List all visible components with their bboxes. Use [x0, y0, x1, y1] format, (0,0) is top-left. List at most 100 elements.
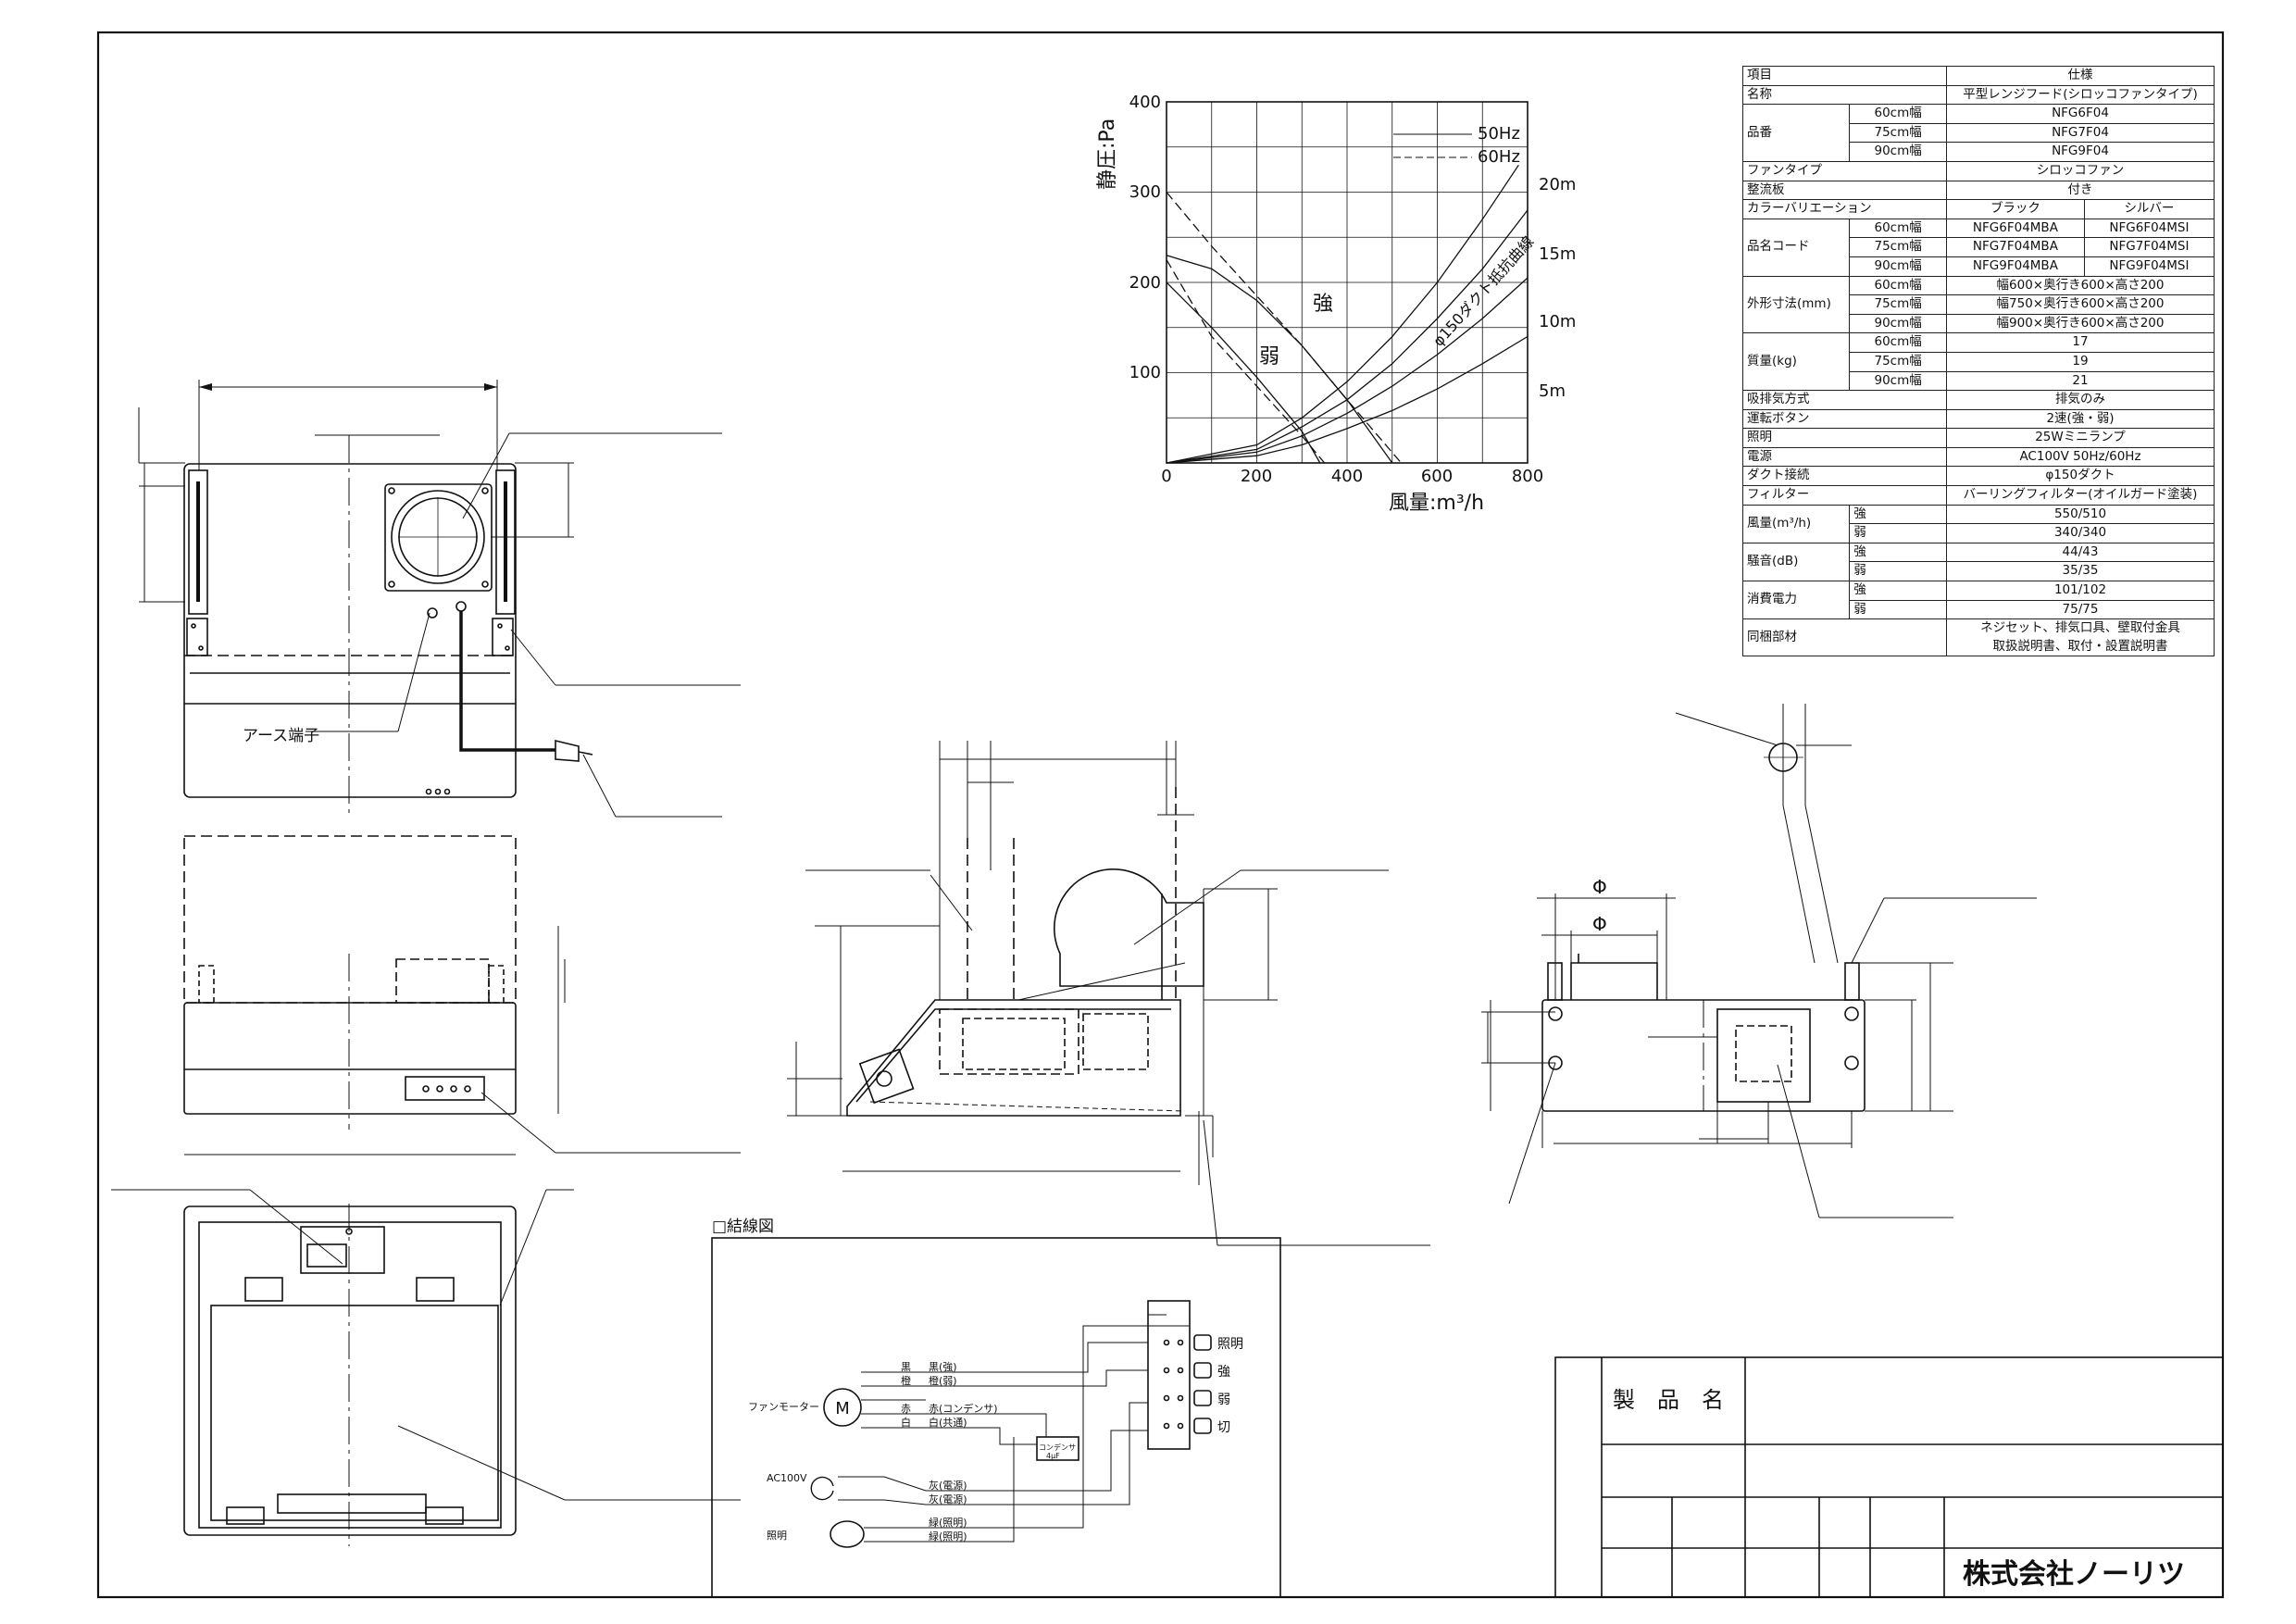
switch-label-0: 照明	[1217, 1337, 1243, 1352]
spec-value: NFG7F04	[1946, 122, 2215, 144]
spec-value: 21	[1946, 370, 2215, 392]
chart-xtick-1: 200	[1241, 467, 1272, 486]
spec-sub: 60cm幅	[1849, 275, 1947, 296]
product-name-label: 製 品 名	[1613, 1387, 1724, 1413]
spec-item: 品番	[1741, 104, 1851, 162]
chart-xtick-0: 0	[1161, 467, 1171, 486]
wiring-fan-motor: ファンモーター	[748, 1401, 819, 1413]
chart-duct-15m: 15m	[1539, 244, 1576, 264]
spec-item: 消費電力	[1741, 581, 1851, 620]
spec-value: ネジセット、排気口具、壁取付金具取扱説明書、取付・設置説明書	[1946, 618, 2215, 657]
switch-label-2: 弱	[1217, 1393, 1230, 1407]
wiring-capacitor-value: 4μF	[1046, 1452, 1060, 1460]
chart-resistance-2	[1166, 277, 1529, 464]
chart-ytick-2: 300	[1129, 182, 1161, 202]
spec-item: 運転ボタン	[1742, 408, 1947, 430]
chart-series-2	[1166, 281, 1321, 464]
chart-resistance-3	[1166, 335, 1529, 464]
spec-sub: 75cm幅	[1849, 237, 1947, 257]
chart-duct-10m: 10m	[1539, 312, 1576, 331]
wiring-lighting: 照明	[767, 1530, 787, 1542]
side-view	[787, 741, 1430, 1246]
spec-item: 外形寸法(mm)	[1741, 275, 1851, 334]
earth-terminal-label: アース端子	[243, 727, 319, 745]
spec-sub: 90cm幅	[1849, 256, 1947, 277]
wiring-motor-symbol: M	[835, 1399, 850, 1418]
wiring-capacitor: コンデンサ	[1039, 1443, 1076, 1452]
chart-xtick-3: 600	[1421, 467, 1453, 486]
wiring-diagram	[711, 1237, 1281, 1598]
spec-row: 項目仕様	[1742, 66, 2215, 86]
spec-item: ダクト接続	[1742, 466, 1947, 487]
spec-value-silver: NFG6F04MSI	[2083, 218, 2215, 239]
spec-value-black: NFG7F04MBA	[1946, 237, 2085, 257]
spec-value: φ150ダクト	[1946, 466, 2215, 487]
spec-item: 質量(kg)	[1741, 332, 1851, 392]
wire-label-0: 黒(強)	[929, 1361, 957, 1373]
spec-value: 17	[1946, 332, 2215, 353]
switch-label-1: 強	[1217, 1365, 1230, 1380]
wire-label-6: 緑(照明)	[929, 1516, 967, 1529]
spec-sub: 90cm幅	[1849, 313, 1947, 334]
spec-row: 整流板付き	[1742, 180, 2215, 201]
spec-value: 75/75	[1946, 599, 2215, 620]
wire-label-3: 白(共通)	[929, 1416, 967, 1429]
chart-resistance-1	[1166, 209, 1529, 464]
spec-sub: 60cm幅	[1849, 104, 1947, 124]
spec-item: ファンタイプ	[1742, 160, 1947, 181]
top-view	[138, 380, 741, 818]
wiring-title: □結線図	[712, 1218, 774, 1236]
spec-mode: 強	[1849, 542, 1947, 563]
chart-legend-50hz: 50Hz	[1478, 124, 1520, 144]
spec-sub: 60cm幅	[1849, 218, 1947, 239]
spec-row: 吸排気方式排気のみ	[1742, 390, 2215, 410]
chart-resistance-0	[1166, 164, 1519, 464]
spec-value: 平型レンジフード(シロッコファンタイプ)	[1946, 84, 2215, 106]
spec-value: 排気のみ	[1946, 390, 2215, 410]
spec-item: 照明	[1742, 428, 1947, 448]
phi-label-1: Φ	[1592, 876, 1607, 898]
wire-color-0: 黒	[901, 1361, 911, 1373]
spec-value-line: ネジセット、排気口具、壁取付金具	[1980, 620, 2180, 636]
title-block-text: 製 品 名 株式会社ノーリツ	[1613, 1387, 2185, 1591]
wire-color-1: 橙	[901, 1374, 911, 1387]
spec-row: 同梱部材ネジセット、排気口具、壁取付金具取扱説明書、取付・設置説明書	[1742, 618, 2215, 657]
rear-view	[1481, 704, 2037, 1218]
spec-item: 同梱部材	[1742, 618, 1947, 657]
chart-xlabel: 風量:m³/h	[1389, 492, 1484, 515]
chart-duct-5m: 5m	[1539, 381, 1566, 401]
spec-value-black: NFG9F04MBA	[1946, 256, 2085, 277]
bottom-view	[111, 1189, 741, 1546]
spec-row: フィルターバーリングフィルター(オイルガード塗装)	[1742, 485, 2215, 506]
spec-value: 2速(強・弱)	[1946, 408, 2215, 430]
spec-value: 550/510	[1946, 504, 2215, 525]
spec-item: フィルター	[1742, 485, 1947, 506]
chart-xtick-4: 800	[1512, 467, 1543, 486]
spec-item: 名称	[1742, 84, 1947, 106]
spec-header-item: 項目	[1742, 66, 1947, 86]
spec-mode: 強	[1849, 504, 1947, 525]
wire-color-2: 赤	[901, 1403, 911, 1415]
spec-value: 幅750×奥行き600×高さ200	[1946, 294, 2215, 315]
spec-color-black: ブラック	[1946, 199, 2085, 219]
wire-color-3: 白	[901, 1416, 911, 1429]
chart-xtick-2: 400	[1331, 467, 1363, 486]
spec-value: 幅900×奥行き600×高さ200	[1946, 313, 2215, 334]
phi-label-2: Φ	[1592, 913, 1607, 935]
wire-label-5: 灰(電源)	[929, 1493, 967, 1505]
spec-value: 35/35	[1946, 561, 2215, 582]
chart-series-0	[1166, 255, 1393, 464]
chart-legend-60hz: 60Hz	[1478, 147, 1520, 167]
spec-value: 付き	[1946, 180, 2215, 201]
wire-label-1: 橙(弱)	[929, 1374, 957, 1387]
spec-row: 外形寸法(mm)60cm幅幅600×奥行き600×高さ200	[1741, 275, 2215, 334]
spec-color-silver: シルバー	[2083, 199, 2215, 219]
